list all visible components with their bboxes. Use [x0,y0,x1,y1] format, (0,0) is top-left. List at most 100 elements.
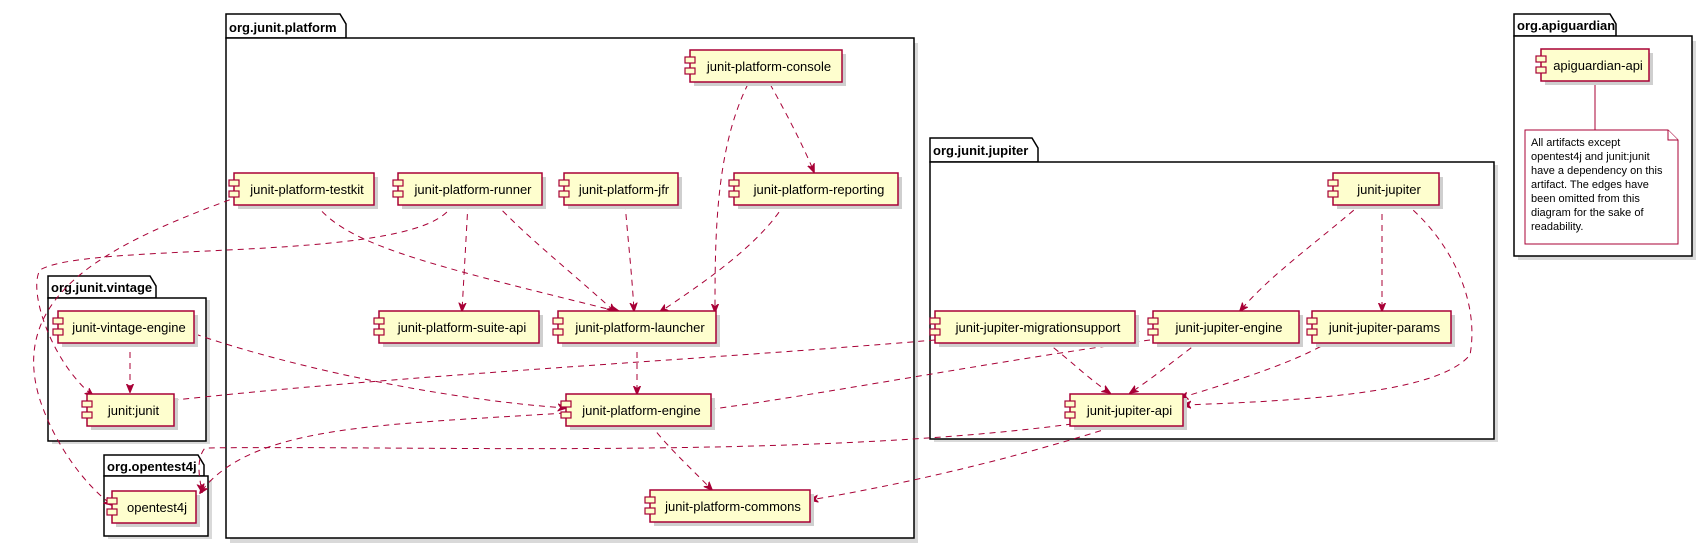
component-port-icon [1327,190,1339,198]
component-port-icon [52,328,64,336]
component-port-icon [373,328,385,336]
component-label: junit-platform-console [706,59,831,74]
note-line: artifact. The edges have [1531,179,1649,191]
component-label: junit-platform-engine [581,403,701,418]
component-jfr: junit-platform-jfr [558,172,682,209]
edge-japi-ot4j [199,423,1073,492]
edge-runner-suite-api [462,202,469,311]
note-line: been omitted from this [1531,193,1640,205]
package-org-junit-jupiter: org.junit.jupiter [929,137,1498,442]
component-port-icon [106,508,118,516]
component-port-icon [373,317,385,325]
component-label: junit-jupiter-engine [1175,320,1283,335]
edge-migration-junit [166,339,936,401]
component-port-icon [684,67,696,75]
component-label: junit-jupiter-params [1328,320,1441,335]
component-jupiter: junit-jupiter [1327,172,1443,209]
component-port-icon [228,179,240,187]
component-runner: junit-platform-runner [392,172,546,209]
edge-runner-junit [36,202,454,396]
edge-vengine-engine [194,333,566,408]
note-line: All artifacts except [1531,137,1620,149]
edge-testkit-ot4j [33,195,241,505]
component-apiguardian-api: apiguardian-api [1535,48,1653,85]
component-console: junit-platform-console [684,49,846,86]
component-port-icon [81,400,93,408]
package-org-junit-platform: org.junit.platform [225,13,918,543]
component-label: junit-jupiter-api [1086,403,1172,418]
edge-console-reporting [769,83,814,172]
edge-jupiter-jengine [1240,202,1363,311]
component-port-icon [392,179,404,187]
component-reporting: junit-platform-reporting [728,172,902,209]
component-junit: junit:junit [81,393,178,430]
component-label: junit-platform-commons [664,499,801,514]
component-port-icon [228,190,240,198]
component-port-icon [929,317,941,325]
package-label: org.junit.vintage [51,280,152,295]
package-label: org.apiguardian [1517,18,1615,33]
component-port-icon [1147,328,1159,336]
edge-reporting-launcher [660,202,786,312]
component-port-icon [52,317,64,325]
edge-console-launcher [715,83,749,312]
component-label: junit-platform-jfr [578,182,670,197]
component-port-icon [1327,179,1339,187]
component-label: opentest4j [127,500,187,515]
component-commons: junit-platform-commons [644,489,814,526]
component-port-icon [560,411,572,419]
component-label: junit-jupiter-migrationsupport [955,320,1121,335]
component-japi: junit-jupiter-api [1064,393,1187,430]
edge-engine-commons [649,423,712,490]
component-params: junit-jupiter-params [1306,310,1455,347]
edge-jengine-engine [705,339,1151,410]
note-apiguardian: All artifacts except opentest4j and juni… [1524,81,1679,245]
component-port-icon [1306,317,1318,325]
component-port-icon [1306,328,1318,336]
note-line: readability. [1531,221,1583,233]
note-line: opentest4j and junit:junit [1531,151,1650,163]
edge-jupiter-japi [1183,202,1473,405]
edge-params-japi [1180,340,1331,398]
component-port-icon [684,56,696,64]
component-jengine: junit-jupiter-engine [1147,310,1303,347]
component-label: apiguardian-api [1553,58,1643,73]
component-label: junit-platform-testkit [249,182,364,197]
component-port-icon [558,179,570,187]
component-ot4j: opentest4j [106,490,200,527]
note-line: have a dependency on this [1531,165,1663,177]
component-label: junit-platform-suite-api [397,320,527,335]
package-label: org.junit.platform [229,20,337,35]
package-label: org.opentest4j [107,459,197,474]
component-label: junit-jupiter [1356,182,1421,197]
component-port-icon [392,190,404,198]
components: junit-platform-console junit-platform-tes… [52,48,1653,527]
component-port-icon [644,496,656,504]
dependency-edges [33,83,1473,505]
note-line: diagram for the sake of [1531,207,1644,219]
component-port-icon [560,400,572,408]
component-port-icon [552,317,564,325]
component-port-icon [1064,411,1076,419]
component-port-icon [106,497,118,505]
component-port-icon [728,179,740,187]
edge-jfr-launcher [624,202,634,311]
component-migration: junit-jupiter-migrationsupport [929,310,1139,347]
component-testkit: junit-platform-testkit [228,172,378,209]
edge-runner-launcher [494,202,615,312]
component-port-icon [81,411,93,419]
component-label: junit:junit [107,403,160,418]
component-port-icon [1147,317,1159,325]
component-suite-api: junit-platform-suite-api [373,310,543,347]
edge-engine-ot4j [200,412,566,493]
edge-testkit-launcher [314,202,620,312]
component-engine: junit-platform-engine [560,393,715,430]
component-port-icon [728,190,740,198]
component-label: junit-platform-reporting [753,182,885,197]
component-launcher: junit-platform-launcher [552,310,720,347]
edge-jengine-japi [1130,340,1201,393]
edge-migration-japi [1044,340,1110,393]
component-port-icon [1535,66,1547,74]
component-port-icon [552,328,564,336]
